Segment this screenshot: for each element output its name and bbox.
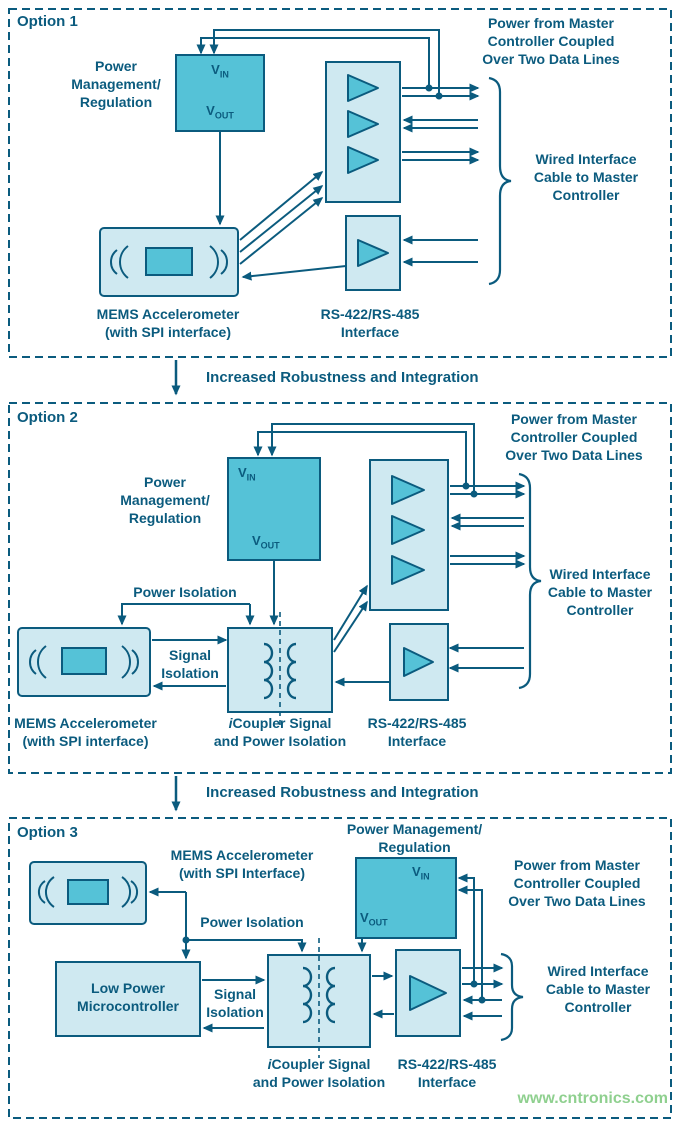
o1-power-regulator-box bbox=[175, 54, 265, 132]
option2-diagram bbox=[17, 423, 542, 726]
o2-power-isolation-label: Power Isolation bbox=[133, 584, 237, 600]
transceiver-triangle-icon bbox=[409, 975, 447, 1011]
accelerometer-icon bbox=[110, 245, 228, 279]
o2-rs422-box-bottom bbox=[389, 623, 449, 701]
transceiver-triangle-icon bbox=[391, 515, 425, 545]
option3-panel-border bbox=[8, 817, 672, 1119]
o2-signal-wires bbox=[152, 584, 390, 691]
o1-power-mgmt-label: Power Management/ Regulation bbox=[71, 58, 161, 110]
o3-mems-label: MEMS Accelerometer (with SPI Interface) bbox=[170, 847, 314, 881]
transceiver-triangle-icon bbox=[403, 647, 434, 677]
o3-power-regulator-box bbox=[355, 857, 457, 939]
o1-rs422-label: RS-422/RS-485 Interface bbox=[320, 306, 420, 340]
o3-wired-interface-label: Wired Interface Cable to Master Controll… bbox=[545, 963, 651, 1015]
o3-icoupler-label: iCoupler Signal and Power Isolation bbox=[252, 1056, 386, 1090]
option1-diagram bbox=[99, 29, 512, 297]
o2-wired-interface-label: Wired Interface Cable to Master Controll… bbox=[547, 566, 653, 618]
o1-power-from-label: Power from Master Controller Coupled Ove… bbox=[482, 15, 620, 67]
transceiver-triangle-icon bbox=[347, 74, 379, 102]
transceiver-triangle-icon bbox=[391, 475, 425, 505]
option2-title: Option 2 bbox=[17, 409, 78, 426]
o2-rs422-label: RS-422/RS-485 Interface bbox=[367, 715, 467, 749]
o2-power-regulator-box bbox=[227, 457, 321, 561]
accelerometer-icon bbox=[29, 645, 139, 679]
accelerometer-icon bbox=[38, 876, 138, 908]
o3-microcontroller-label: Low Power Microcontroller bbox=[77, 980, 179, 1014]
separator-label-2: Increased Robustness and Integration bbox=[206, 784, 479, 801]
transceiver-triangle-icon bbox=[347, 146, 379, 174]
o2-power-mgmt-label: Power Management/ Regulation bbox=[120, 474, 210, 526]
option3-diagram bbox=[29, 857, 524, 1058]
cable-brace bbox=[518, 472, 542, 690]
cable-brace bbox=[500, 952, 524, 1042]
o3-signal-wires bbox=[148, 887, 394, 1033]
o3-rs422-label: RS-422/RS-485 Interface bbox=[397, 1056, 497, 1090]
o3-data-wires bbox=[462, 963, 504, 1021]
separator-label-1: Increased Robustness and Integration bbox=[206, 369, 479, 386]
o3-vin-label: VIN bbox=[412, 864, 430, 882]
o3-power-mgmt-label: Power Management/ Regulation bbox=[346, 821, 483, 855]
o2-icoupler-label: iCoupler Signal and Power Isolation bbox=[213, 715, 347, 749]
o2-vout-label: VOUT bbox=[252, 533, 280, 551]
o2-mems-label: MEMS Accelerometer (with SPI interface) bbox=[14, 715, 157, 749]
cable-brace bbox=[488, 76, 512, 286]
transformer-icon bbox=[302, 938, 336, 1058]
o1-vin-label: VIN bbox=[211, 62, 229, 80]
o3-power-from-label: Power from Master Controller Coupled Ove… bbox=[508, 857, 646, 909]
o3-signal-isolation-label: Signal Isolation bbox=[206, 986, 264, 1020]
o1-mems-label: MEMS Accelerometer (with SPI interface) bbox=[96, 306, 240, 340]
o3-power-isolation-label: Power Isolation bbox=[200, 914, 304, 930]
option3-title: Option 3 bbox=[17, 824, 78, 841]
transformer-icon bbox=[263, 612, 297, 726]
option1-title: Option 1 bbox=[17, 13, 78, 30]
option2-panel-border bbox=[8, 402, 672, 774]
o1-vout-label: VOUT bbox=[206, 103, 234, 121]
o2-signal-isolation-label: Signal Isolation bbox=[161, 647, 219, 681]
o3-vout-label: VOUT bbox=[360, 910, 388, 928]
o1-data-wires bbox=[402, 83, 480, 267]
transceiver-triangle-icon bbox=[391, 555, 425, 585]
o2-power-from-label: Power from Master Controller Coupled Ove… bbox=[505, 411, 643, 463]
o1-spi-wires bbox=[239, 171, 347, 281]
option1-panel-border bbox=[8, 8, 672, 358]
transceiver-triangle-icon bbox=[347, 110, 379, 138]
transceiver-triangle-icon bbox=[357, 239, 389, 267]
watermark-text: www.cntronics.com bbox=[517, 1090, 668, 1107]
o2-power-wires bbox=[117, 423, 478, 626]
o2-data-wires bbox=[448, 481, 526, 673]
o2-vin-label: VIN bbox=[238, 465, 256, 483]
o1-wired-interface-label: Wired Interface Cable to Master Controll… bbox=[533, 151, 639, 203]
o3-microcontroller-box bbox=[55, 961, 201, 1037]
